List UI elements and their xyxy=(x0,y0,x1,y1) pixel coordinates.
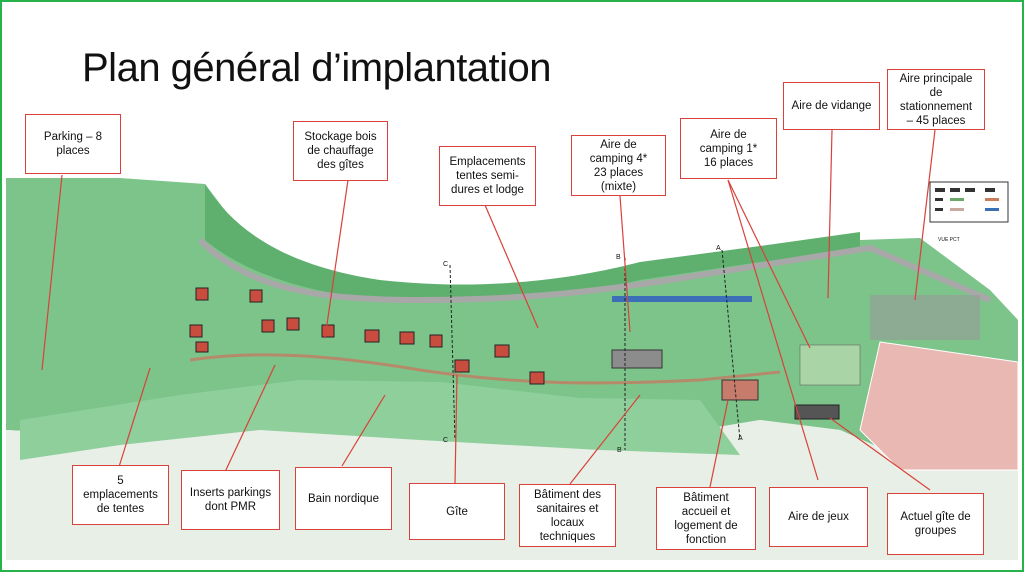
gites-cabins xyxy=(189,287,545,385)
gite-groupes-building xyxy=(794,404,840,420)
sanitaires-building xyxy=(611,349,663,369)
north-label: VUE PCT xyxy=(938,237,960,243)
label-camping-1: Aire de camping 1* 16 places xyxy=(680,118,777,179)
section-letter: C xyxy=(443,261,448,268)
leader-lines xyxy=(41,129,936,491)
label-gite-groupes: Actuel gîte de groupes xyxy=(887,493,984,555)
main-road xyxy=(197,237,992,304)
section-letter: B xyxy=(616,254,621,261)
accueil-building xyxy=(721,379,759,401)
label-emplacements-semi-durs: Emplacements tentes semi- dures et lodge xyxy=(439,146,536,206)
label-stationnement: Aire principale de stationnement – 45 pl… xyxy=(887,69,985,130)
label-camping-4: Aire de camping 4* 23 places (mixte) xyxy=(571,135,666,196)
section-letter: A xyxy=(738,435,743,442)
map-legend-items xyxy=(935,188,999,211)
label-stockage-bois: Stockage bois de chauffage des gîtes xyxy=(293,121,388,181)
sports-field xyxy=(859,341,1019,471)
inner-path xyxy=(189,353,781,385)
label-batiment-accueil: Bâtiment accueil et logement de fonction xyxy=(656,487,756,550)
label-batiment-sanitaires: Bâtiment des sanitaires et locaux techni… xyxy=(519,484,616,547)
label-aire-vidange: Aire de vidange xyxy=(783,82,880,130)
lower-grass xyxy=(20,380,740,460)
label-inserts-parkings: Inserts parkings dont PMR xyxy=(181,470,280,530)
label-5-tentes: 5 emplacements de tentes xyxy=(72,465,169,525)
label-bain-nordique: Bain nordique xyxy=(295,467,392,530)
section-letters: C B A C B A xyxy=(443,245,743,454)
label-aire-jeux: Aire de jeux xyxy=(769,487,868,547)
page-title: Plan général d’implantation xyxy=(82,46,552,90)
jeux-area xyxy=(799,344,861,386)
section-letter: B xyxy=(617,447,622,454)
label-gite: Gîte xyxy=(409,483,505,540)
label-parking: Parking – 8 places xyxy=(25,114,121,174)
campsite-blue-strip xyxy=(612,296,752,302)
section-letter: C xyxy=(443,437,448,444)
section-lines xyxy=(449,249,741,450)
section-letter: A xyxy=(716,245,721,252)
vidange-area xyxy=(870,295,980,340)
